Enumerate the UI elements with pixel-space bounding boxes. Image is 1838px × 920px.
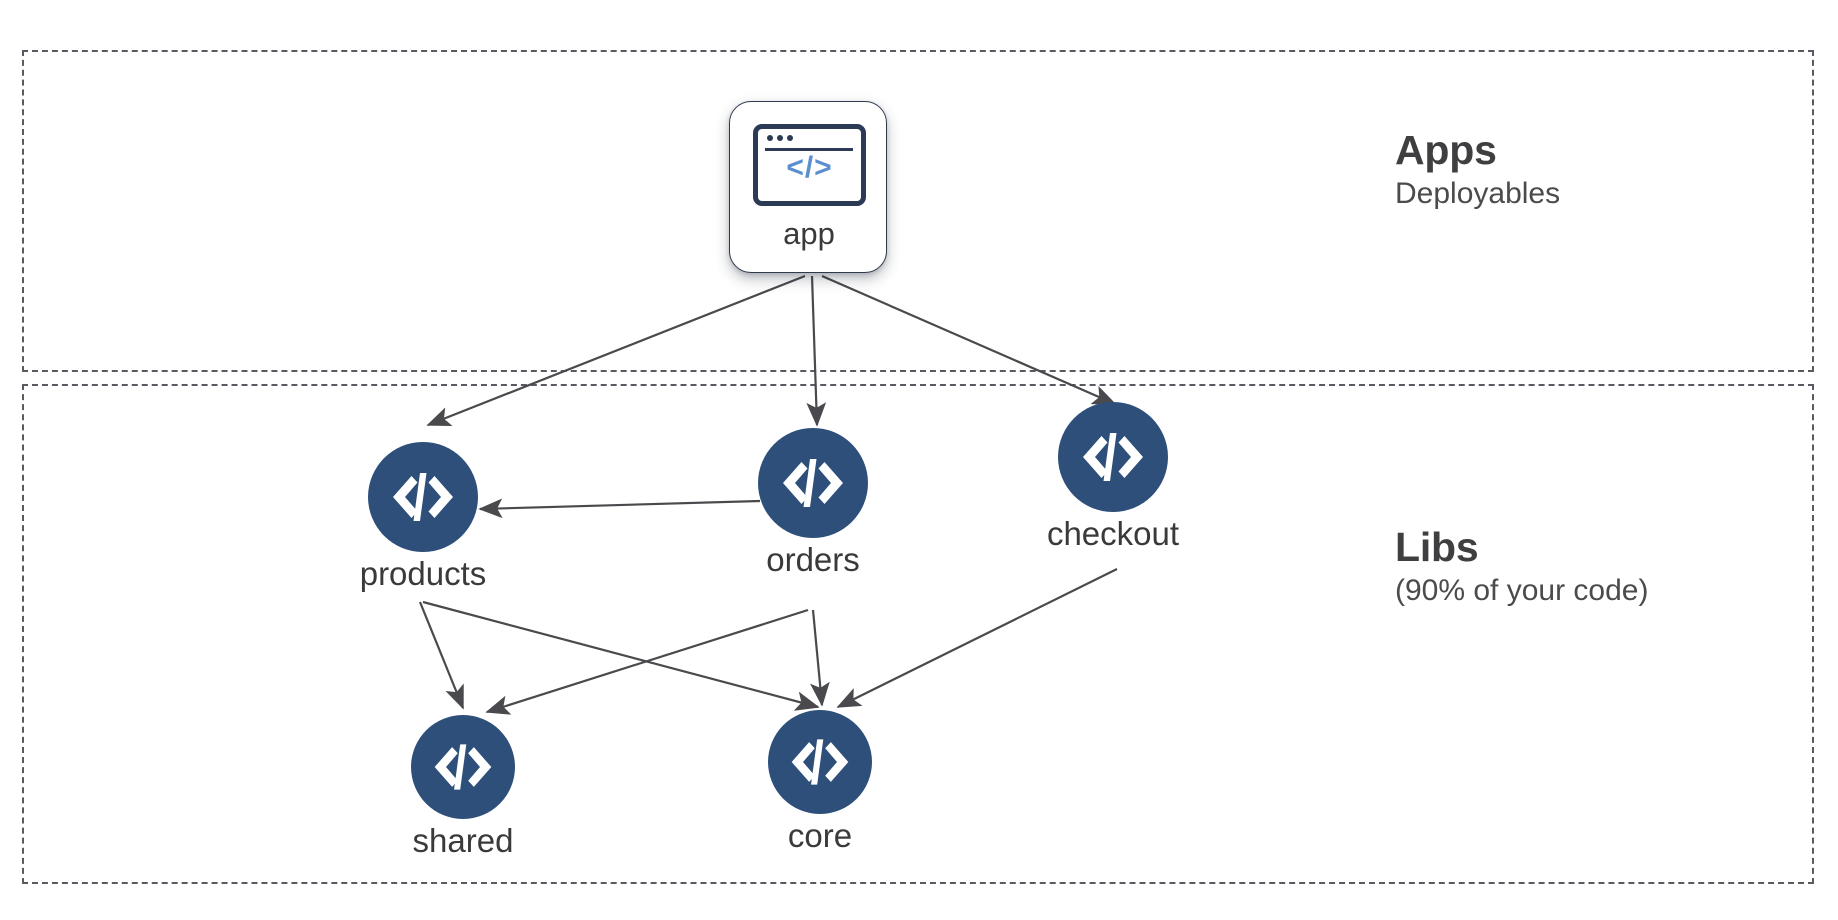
node-core[interactable]: core xyxy=(768,710,872,854)
node-shared[interactable]: shared xyxy=(411,715,515,859)
code-brackets-icon xyxy=(393,473,453,521)
zone-apps-title: Apps xyxy=(1395,127,1497,173)
zone-apps-subtitle: Deployables xyxy=(1395,177,1561,211)
code-brackets-icon xyxy=(1083,433,1143,481)
shared-circle xyxy=(411,715,515,819)
code-brackets-icon xyxy=(791,739,849,785)
zone-libs-caption: Libs (90% of your code) xyxy=(1395,525,1648,609)
node-core-label: core xyxy=(787,817,853,854)
node-orders-label: orders xyxy=(766,541,860,578)
code-brackets-icon xyxy=(434,744,492,790)
products-circle xyxy=(368,442,478,552)
window-dots-icon xyxy=(767,135,793,141)
zone-libs-box xyxy=(22,384,1814,884)
node-products-label: products xyxy=(359,555,487,592)
node-app-label: app xyxy=(783,216,835,251)
node-checkout[interactable]: checkout xyxy=(1047,402,1179,552)
node-checkout-label: checkout xyxy=(1046,515,1180,552)
node-products[interactable]: products xyxy=(360,442,486,592)
checkout-circle xyxy=(1058,402,1168,512)
window-divider-rule xyxy=(765,148,853,151)
code-brackets-icon: </> xyxy=(786,151,833,184)
zone-libs-subtitle: (90% of your code) xyxy=(1395,574,1649,608)
core-circle xyxy=(768,710,872,814)
app-card-surface: </> app xyxy=(729,101,887,273)
browser-window-icon: </> xyxy=(753,124,866,206)
zone-apps-caption: Apps Deployables xyxy=(1395,128,1560,212)
node-app[interactable]: </> app xyxy=(729,101,887,273)
code-brackets-icon xyxy=(783,459,843,507)
orders-circle xyxy=(758,428,868,538)
zone-libs-title: Libs xyxy=(1395,524,1479,570)
node-orders[interactable]: orders xyxy=(758,428,868,578)
node-shared-label: shared xyxy=(412,822,514,859)
